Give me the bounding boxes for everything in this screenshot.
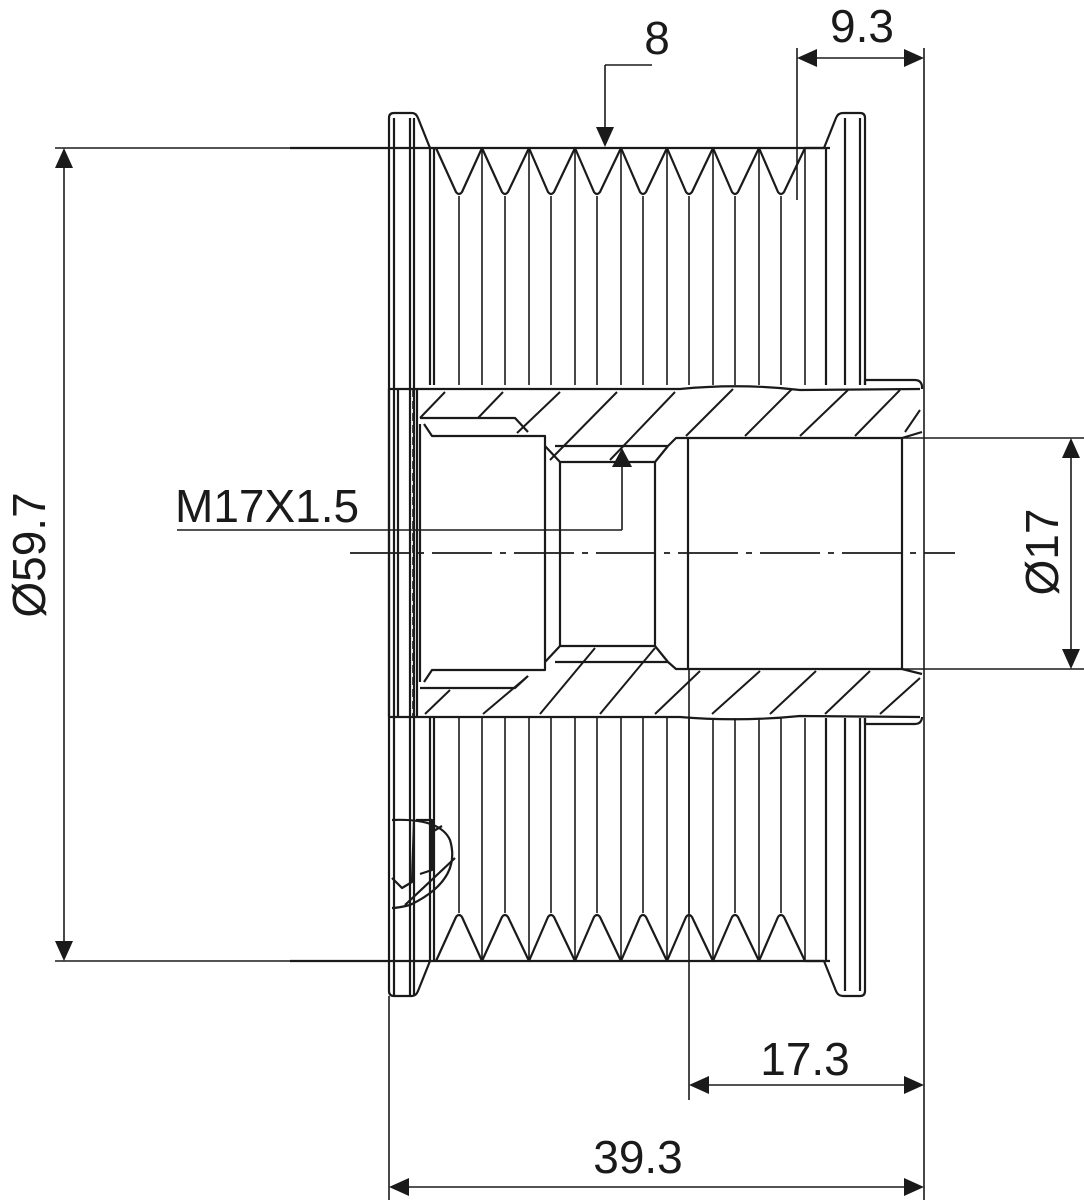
section-cut <box>387 378 924 726</box>
dim-bore-depth: 17.3 <box>688 669 924 1100</box>
right-flange-offset-label: 9.3 <box>830 0 894 52</box>
bottom-grooves <box>434 718 824 963</box>
dim-outer-diameter: Ø59.7 <box>3 147 432 962</box>
top-grooves <box>434 146 824 385</box>
dim-groove-count: 8 <box>596 12 670 147</box>
overall-width-label: 39.3 <box>593 1131 683 1183</box>
clutch-detail <box>391 818 456 910</box>
bore-depth-label: 17.3 <box>760 1033 850 1085</box>
outer-diameter-label: Ø59.7 <box>3 492 55 617</box>
thread-label: M17X1.5 <box>175 480 359 532</box>
dim-thread: M17X1.5 <box>175 448 632 532</box>
section-hatching-bottom <box>424 647 921 715</box>
bore-diameter-label: Ø17 <box>1016 509 1068 596</box>
dim-right-flange-offset: 9.3 <box>796 0 925 1200</box>
dim-bore-diameter: Ø17 <box>902 437 1084 670</box>
dim-overall-width: 39.3 <box>388 996 924 1200</box>
groove-count-label: 8 <box>644 12 670 64</box>
pulley-body <box>290 111 955 998</box>
section-hatching-top <box>419 388 921 461</box>
